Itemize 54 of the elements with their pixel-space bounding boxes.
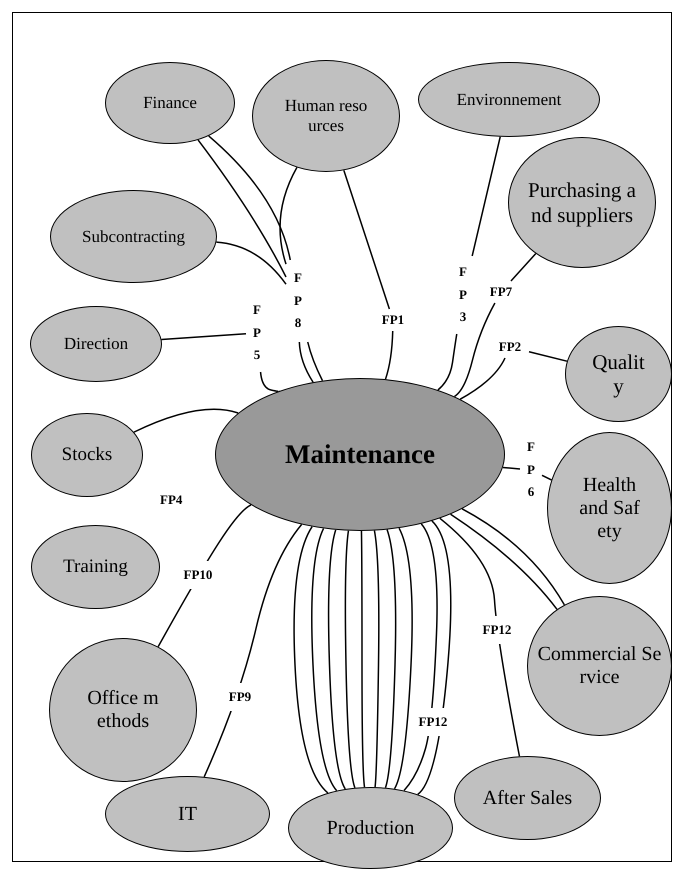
edge-label: FP12 [416,708,450,736]
connector-line [216,241,287,285]
connector-line [311,528,338,792]
connector-line [293,526,328,794]
node-label: Training [62,556,129,578]
connector-line [134,408,238,433]
connector-line [328,530,346,790]
connector-line [344,530,356,788]
connector-line [394,528,413,790]
node-label: Office methods [86,687,160,733]
edge-label: FP12 [480,616,514,644]
node-label: Environnement [456,90,562,110]
connector-line [454,302,496,398]
node-label: Health and Safety [578,474,641,542]
connector-line [462,508,565,606]
connector-line [204,524,302,778]
connector-line [384,529,396,788]
connector-line [374,530,380,788]
node-label: Subcontracting [81,226,186,246]
node-label: Maintenance [284,438,436,470]
connector-line [343,170,390,310]
node-label: Human resources [284,96,368,136]
connector-line [298,342,314,383]
connector-line [471,136,501,256]
connector-line [208,135,291,260]
connector-line [384,330,394,380]
connector-line [528,351,568,362]
node-label: Direction [62,334,130,354]
node-label: Purchasing and suppliers [527,178,637,227]
connector-line [260,372,279,392]
node-label: IT [177,802,198,826]
node-label: Stocks [60,444,114,466]
edge-label: FP10 [182,561,214,589]
connector-line [510,253,536,282]
connector-line [279,167,298,264]
connector-line [437,334,458,391]
connector-line [439,518,520,756]
connector-line [417,520,452,795]
node-label: Quality [591,350,646,398]
connector-line [161,333,246,340]
node-label: After Sales [482,786,574,810]
connector-line [450,514,558,610]
connector-line [502,466,520,470]
flow-point-label: FP4 [160,492,182,508]
connector-line [307,342,324,381]
node-label: Commercial Service [536,643,662,689]
connector-line [404,523,438,792]
connector-line [360,530,366,788]
connector-line [542,474,552,481]
edge-label: FP9 [226,683,254,711]
node-label: Finance [142,93,198,113]
connector-line [197,140,287,278]
node-label: Production [326,816,416,840]
connector-line [460,358,506,400]
